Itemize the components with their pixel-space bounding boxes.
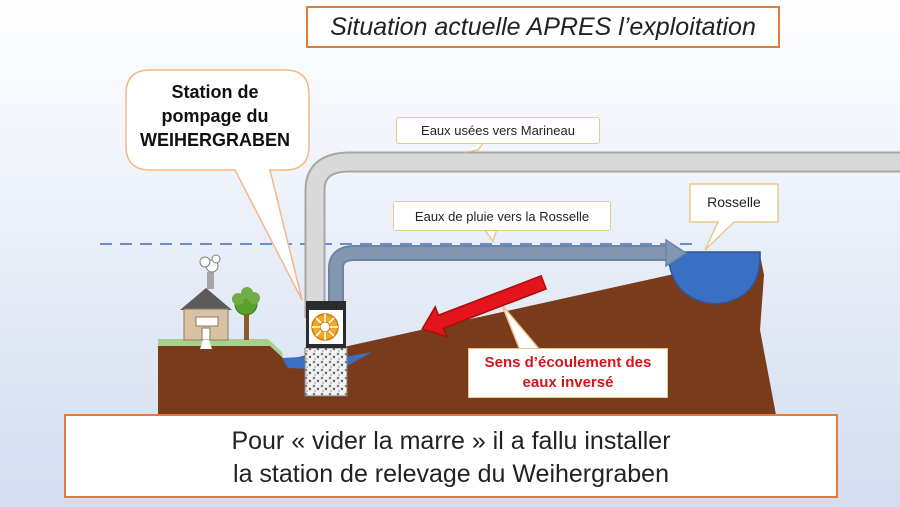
flow-label-line: eaux inversé [522, 374, 614, 391]
station-label: Station de pompage du WEIHERGRABEN [122, 76, 308, 166]
pipe-eaux-pluie [330, 247, 668, 318]
pipe-eaux-pluie-arrowhead [665, 238, 688, 268]
rosselle-river [667, 251, 761, 305]
tree-icon [232, 287, 260, 340]
diagram-title: Situation actuelle APRES l’exploitation [306, 6, 780, 48]
station-label-line: pompage du [161, 106, 269, 126]
caption-box: Pour « vider la marre » il a fallu insta… [64, 414, 838, 498]
house-icon [180, 254, 232, 349]
grass [158, 339, 283, 358]
reversed-flow-arrow [421, 274, 548, 338]
caption-line: la station de relevage du Weihergraben [233, 460, 669, 488]
station-callout [125, 69, 310, 301]
eaux-usees-label: Eaux usées vers Marineau [396, 117, 600, 144]
station-label-line: WEIHERGRABEN [139, 130, 290, 150]
rosselle-callout [689, 183, 779, 251]
rosselle-label: Rosselle [707, 194, 761, 210]
fan-icon [311, 313, 339, 341]
flow-label-line: Sens d’écoulement des [484, 354, 652, 371]
caption-line: Pour « vider la marre » il a fallu insta… [231, 427, 671, 455]
pipe-eaux-usees [306, 153, 900, 318]
eaux-pluie-label: Eaux de pluie vers la Rosselle [393, 201, 611, 231]
eaux-pluie-callout-pointer [483, 228, 498, 243]
flow-direction-label: Sens d’écoulement des eaux inversé [468, 348, 668, 398]
station-label-line: Station de [171, 82, 259, 102]
